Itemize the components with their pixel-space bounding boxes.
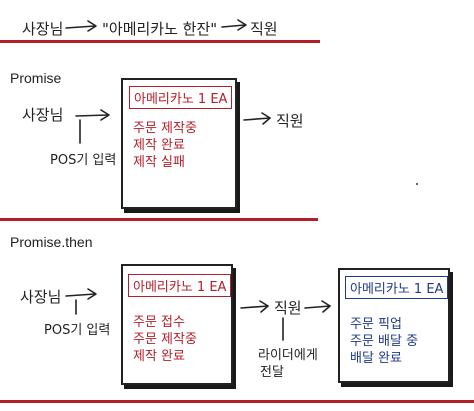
- promise-via-label: POS기 입력: [50, 153, 117, 168]
- then-box2-title: 아메리카노 1 EA: [345, 276, 449, 299]
- then-heading: Promise.then: [10, 234, 93, 250]
- promise-box-title: 아메리카노 1 EA: [129, 86, 233, 109]
- promise-to-label: 직원: [276, 112, 304, 130]
- top-from-label: 사장님: [22, 20, 64, 38]
- then-handoff-line1: 라이더에게: [258, 348, 318, 363]
- promise-state-0: 주문 제작중: [133, 121, 197, 136]
- arrow-then-in: [65, 288, 97, 300]
- then-from-label: 사장님: [20, 288, 62, 306]
- arrow-top-2: [221, 19, 247, 31]
- then-box1-state-0: 주문 접수: [133, 315, 185, 330]
- promise-heading: Promise: [10, 70, 62, 86]
- arrow-top-1: [65, 20, 97, 32]
- promise-state-2: 제작 실패: [133, 155, 185, 170]
- arrow-then-out: [304, 300, 331, 313]
- promise-from-label: 사장님: [22, 106, 64, 124]
- divider-bottom: [0, 400, 474, 403]
- then-box2-state-1: 주문 배달 중: [350, 334, 419, 349]
- stray-dot: [416, 183, 418, 185]
- top-message-label: "아메리카노 한잔": [102, 20, 218, 38]
- arrow-promise-out: [243, 112, 271, 125]
- then-handoff-line2: 전달: [260, 365, 284, 380]
- then-box-1: 아메리카노 1 EA 주문 접수 주문 제작중 제작 완료: [121, 264, 233, 385]
- then-box1-state-2: 제작 완료: [133, 349, 185, 364]
- then-box2-state-0: 주문 픽업: [350, 317, 402, 332]
- then-box2-state-2: 배달 완료: [350, 351, 402, 366]
- then-box1-state-1: 주문 제작중: [133, 332, 197, 347]
- divider-top: [0, 40, 320, 43]
- then-box1-title: 아메리카노 1 EA: [128, 274, 232, 297]
- top-to-label: 직원: [250, 20, 278, 38]
- arrow-then-mid: [240, 300, 269, 313]
- then-to-label: 직원: [274, 299, 302, 317]
- divider-middle: [0, 218, 318, 221]
- arrow-promise-in: [75, 109, 110, 121]
- promise-box: 아메리카노 1 EA 주문 제작중 제작 완료 제작 실패: [121, 78, 237, 209]
- promise-state-1: 제작 완료: [133, 138, 185, 153]
- promise-box-states: 주문 제작중 제작 완료 제작 실패: [133, 120, 197, 171]
- then-box-2: 아메리카노 1 EA 주문 픽업 주문 배달 중 배달 완료: [338, 268, 450, 383]
- then-box1-states: 주문 접수 주문 제작중 제작 완료: [133, 314, 197, 365]
- then-box2-states: 주문 픽업 주문 배달 중 배달 완료: [350, 316, 418, 367]
- then-via-label: POS기 입력: [44, 323, 111, 338]
